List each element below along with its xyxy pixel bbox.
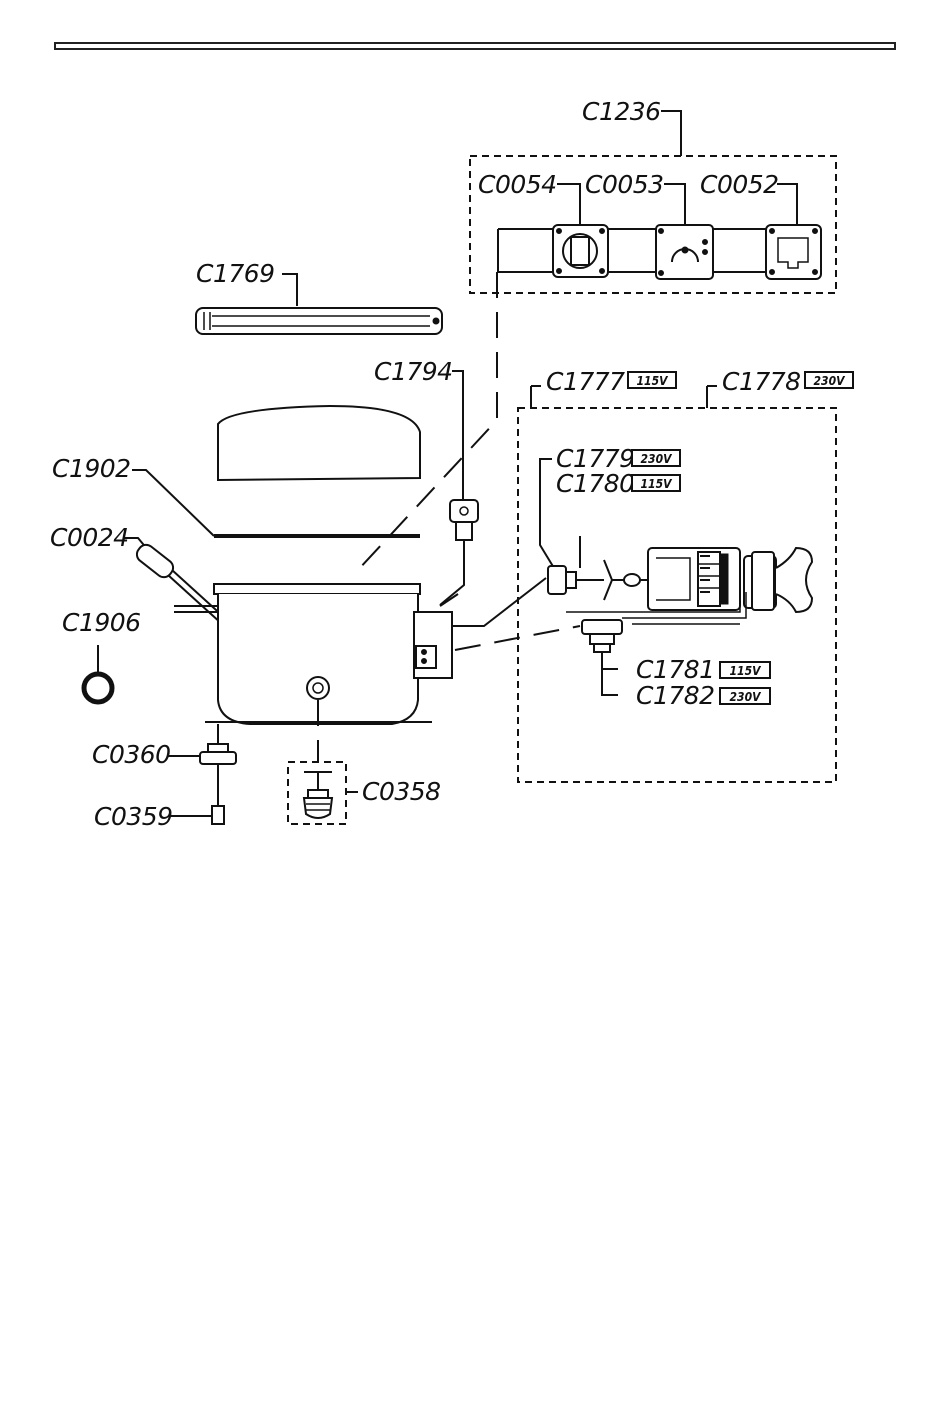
label-c0054: C0054 <box>478 170 557 199</box>
voltage-tag-c1780: 115V <box>641 477 674 491</box>
label-c1236: C1236 <box>582 97 661 126</box>
label-c1777: C1777 <box>546 367 625 396</box>
label-c0024: C0024 <box>50 523 129 552</box>
compressor-top-cover <box>218 406 420 480</box>
label-c0360: C0360 <box>92 740 171 769</box>
part-group-c1777-c1778: C1777 115V C1778 230V C1779 230V C1780 1… <box>518 367 853 782</box>
label-c1769: C1769 <box>196 259 275 288</box>
compressor-body <box>174 584 458 724</box>
part-c0360: C0360 <box>92 724 236 806</box>
part-c0359: C0359 <box>94 802 224 831</box>
label-c1781: C1781 <box>636 655 715 684</box>
label-c1780: C1780 <box>556 469 635 498</box>
mounting-rail <box>196 308 442 334</box>
label-c1906: C1906 <box>62 608 141 637</box>
label-c0052: C0052 <box>700 170 779 199</box>
relay-clip-c0054 <box>553 225 608 277</box>
voltage-tag-c1779: 230V <box>641 452 674 466</box>
label-c0359: C0359 <box>94 802 173 831</box>
part-c1794: C1794 <box>374 357 478 605</box>
label-c0053: C0053 <box>585 170 664 199</box>
overload-protector <box>548 566 566 594</box>
voltage-tag-c1778: 230V <box>814 374 847 388</box>
voltage-tag-c1782: 230V <box>730 690 763 704</box>
label-c1778: C1778 <box>722 367 801 396</box>
part-c1906: C1906 <box>62 608 141 702</box>
relay-clip-c0053 <box>656 225 713 279</box>
label-c1902: C1902 <box>52 454 131 483</box>
label-c1782: C1782 <box>636 681 715 710</box>
part-group-c1236: C1236 C0054 C0053 <box>470 97 836 293</box>
relay-clip-c0052 <box>766 225 821 279</box>
label-c1794: C1794 <box>374 357 453 386</box>
part-c1769: C1769 <box>196 259 442 334</box>
label-c0358: C0358 <box>362 777 441 806</box>
voltage-tag-c1777: 115V <box>637 374 670 388</box>
voltage-tag-c1781: 115V <box>730 664 763 678</box>
